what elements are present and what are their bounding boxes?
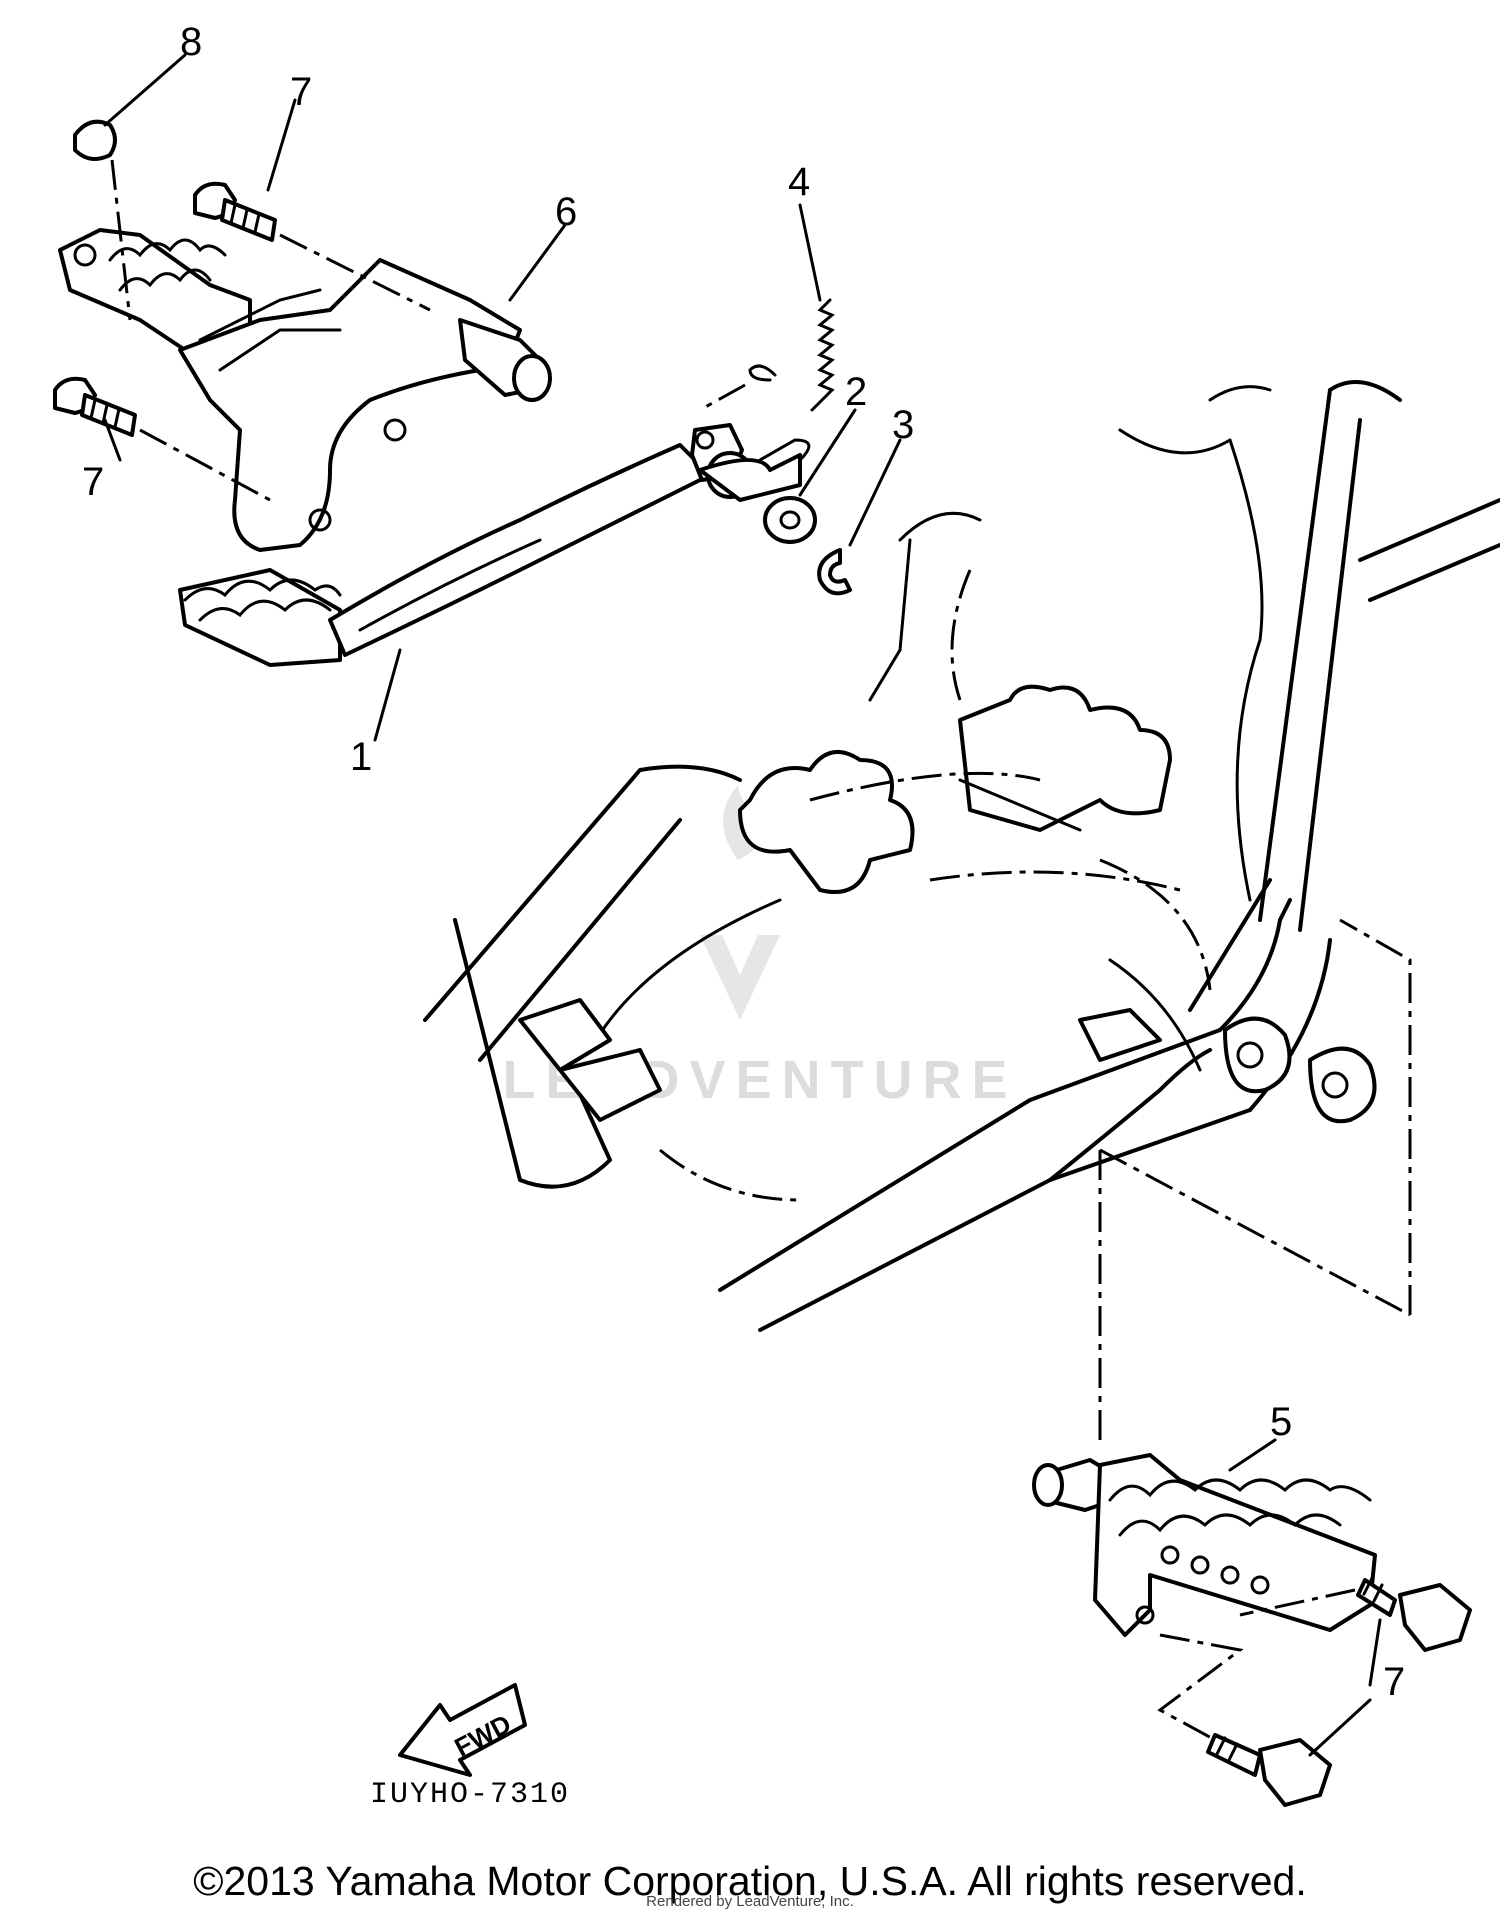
washer-part-2 <box>763 496 817 544</box>
bolt-part-7-right-upper <box>1239 1576 1472 1652</box>
callout-4: 4 <box>788 160 810 204</box>
bolt-part-7-left <box>53 376 271 502</box>
clip-part-3 <box>817 548 852 596</box>
footrest-bracket-part-6 <box>58 228 552 552</box>
callout-7-left: 7 <box>82 460 104 504</box>
fwd-arrow: FWD <box>398 1683 527 1777</box>
callout-5: 5 <box>1270 1400 1292 1444</box>
callouts: 1 2 3 4 5 6 7 7 7 8 <box>82 20 1405 1704</box>
callout-8: 8 <box>180 20 202 64</box>
callout-3: 3 <box>892 403 914 447</box>
leader-lines <box>103 53 1382 1757</box>
callout-7-top: 7 <box>290 70 312 114</box>
frame-outline <box>423 380 1500 1332</box>
bolt-part-7-right-lower <box>1157 1633 1332 1807</box>
frame-bosses <box>518 511 1212 1202</box>
footrest-part-5 <box>1032 918 1412 1637</box>
callout-7-right: 7 <box>1383 1660 1405 1704</box>
brake-pedal-part-1 <box>178 423 811 667</box>
rendered-by-credit: Rendered by LeadVenture, Inc. <box>646 1893 854 1910</box>
drawing-code: IUYHO-7310 <box>370 1778 570 1812</box>
callout-6: 6 <box>555 190 577 234</box>
bolt-part-7-upper <box>193 181 431 312</box>
spring-part-4 <box>699 298 835 412</box>
callout-1: 1 <box>350 735 372 779</box>
cap-part-8 <box>73 119 132 321</box>
callout-2: 2 <box>845 370 867 414</box>
copyright-notice: ©2013 Yamaha Motor Corporation, U.S.A. A… <box>193 1858 1307 1904</box>
